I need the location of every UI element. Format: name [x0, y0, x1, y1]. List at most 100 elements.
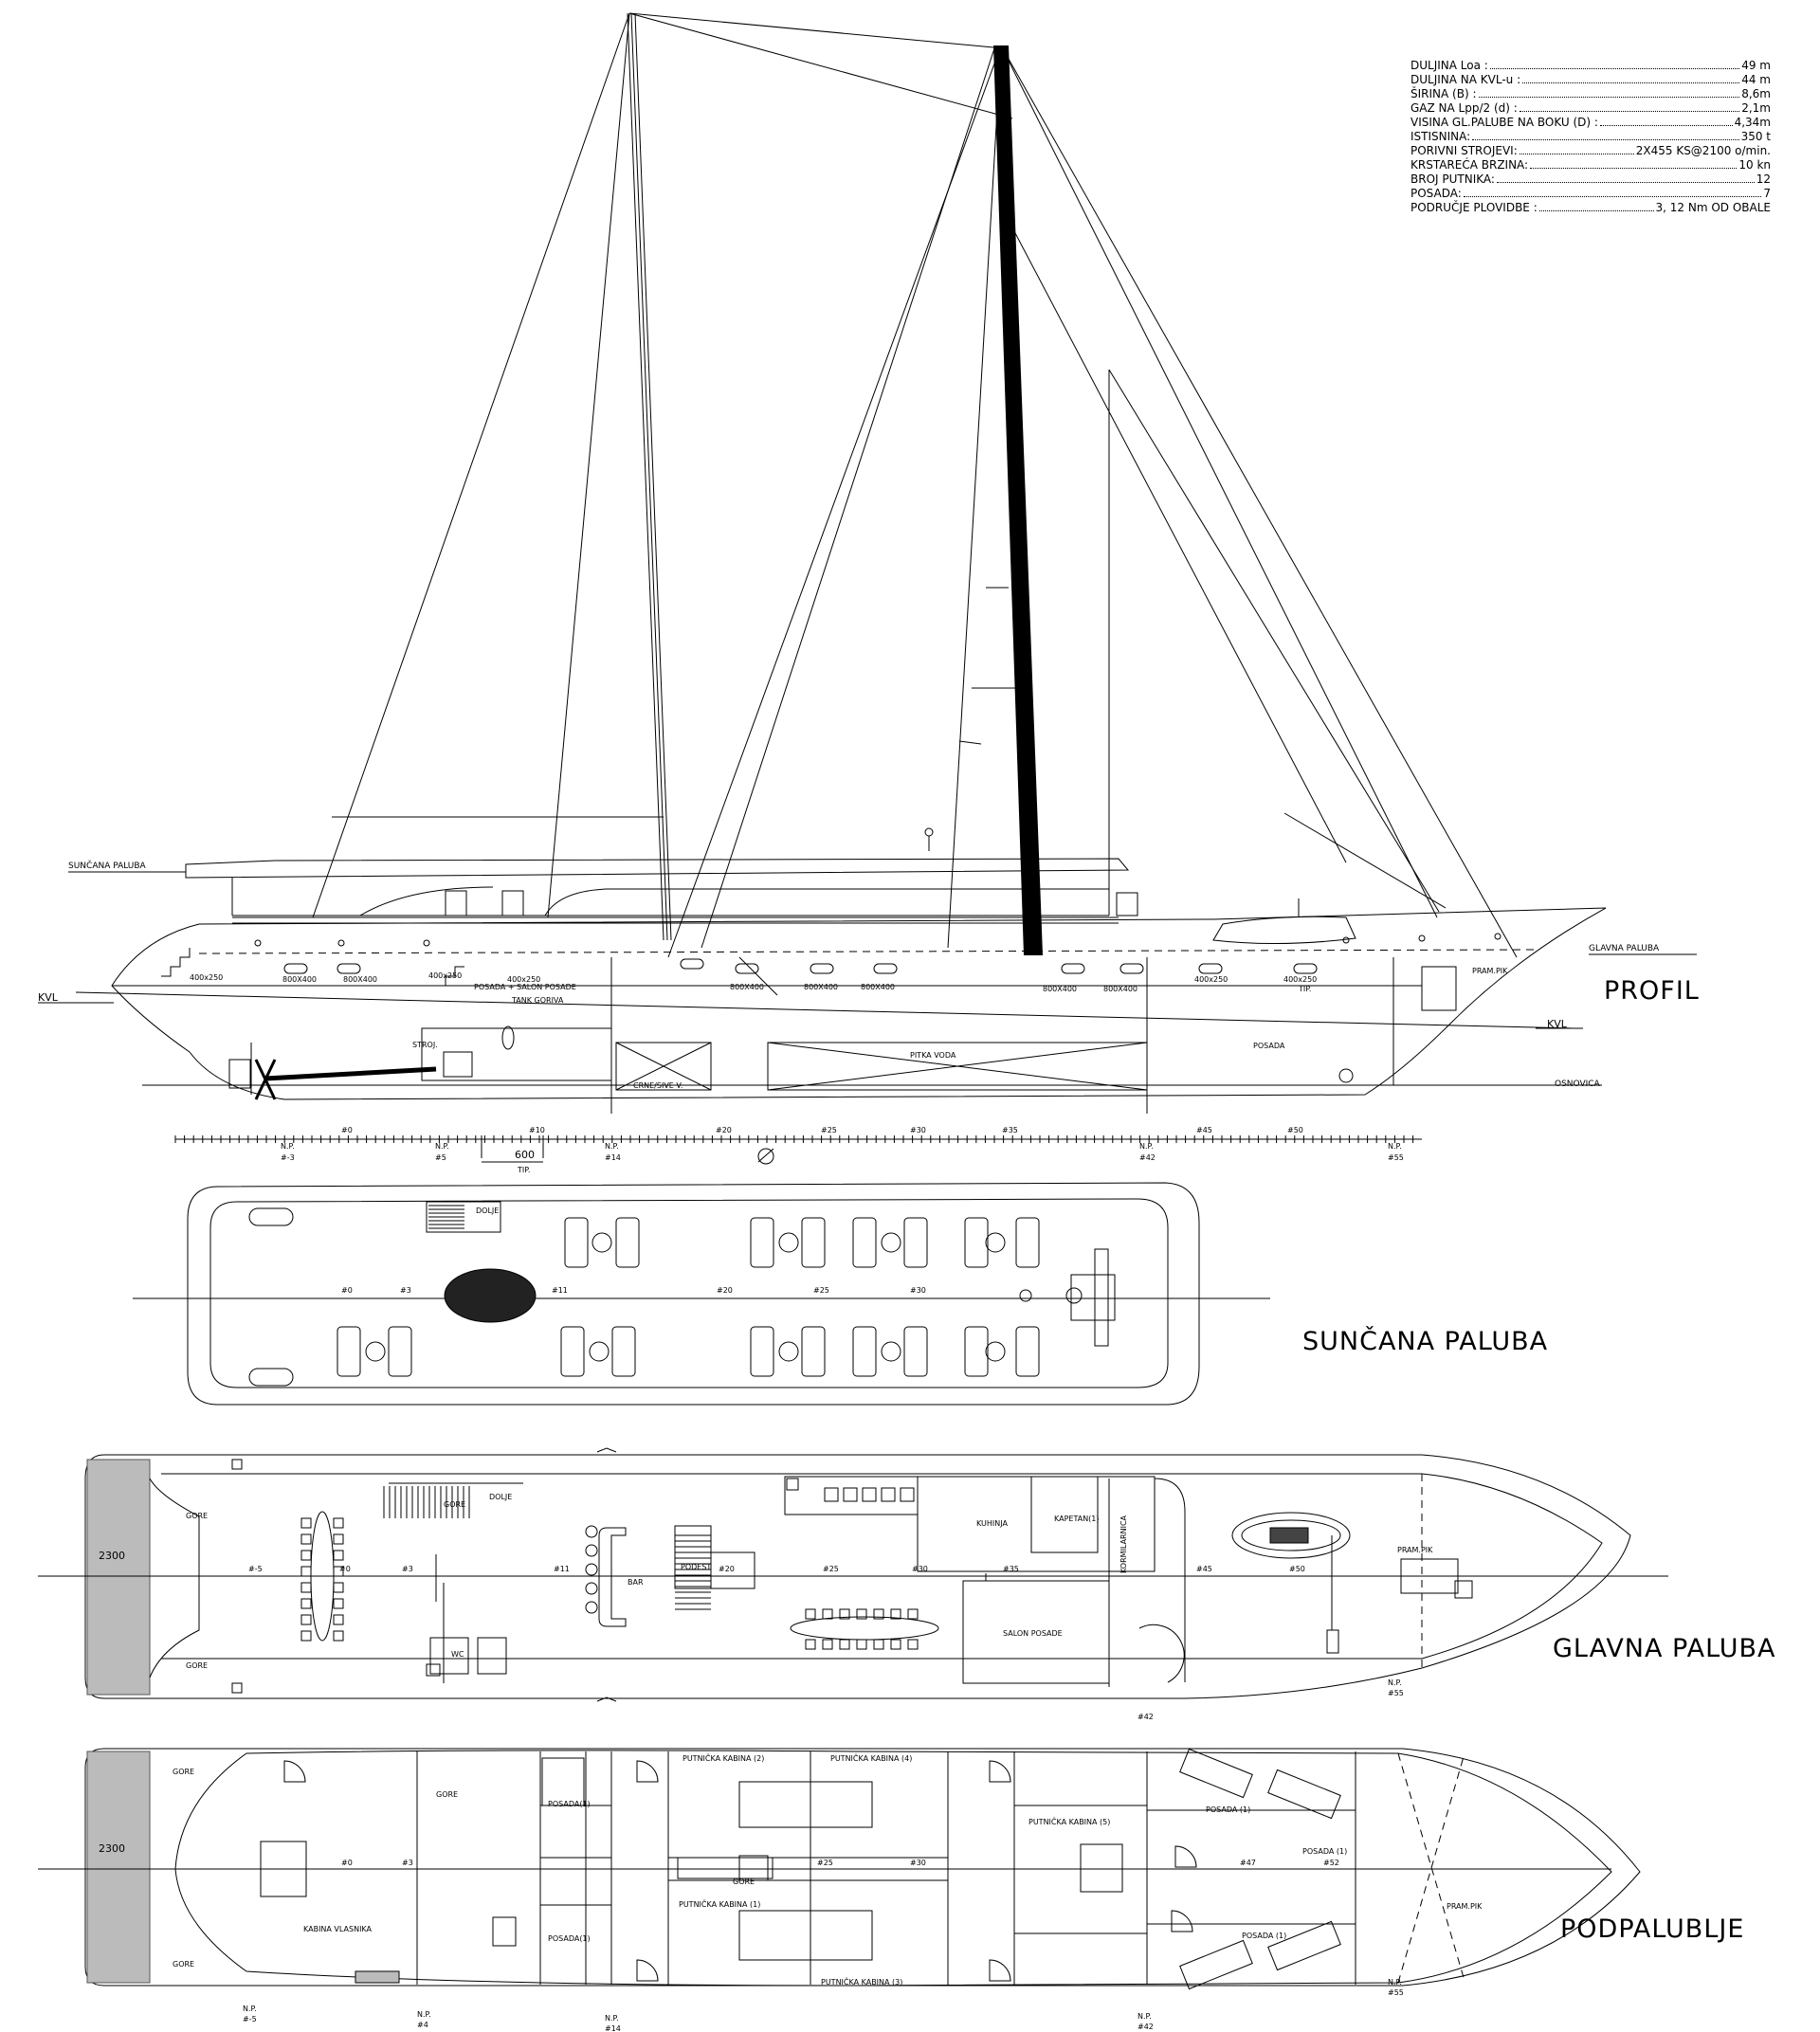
frame-label: #11 [552, 1286, 568, 1295]
spec-label: DULJINA Loa : [1410, 59, 1488, 72]
side-table [778, 1232, 799, 1253]
label-kabina-1: PUTNIČKA KABINA (1) [679, 1898, 760, 1909]
label-osnovica: OSNOVICA [1555, 1080, 1601, 1089]
side-table [589, 1341, 610, 1362]
np-frame-label: #-5 [243, 2015, 257, 2023]
spec-label: VISINA GL.PALUBE NA BOKU (D) : [1410, 116, 1598, 129]
label-gore-main-1: GORE [186, 1512, 208, 1520]
chair [839, 1639, 850, 1650]
spec-value: 3, 12 Nm OD OBALE [1655, 201, 1771, 214]
propeller-shaft [228, 1025, 515, 1100]
frame-label: #25 [823, 1565, 839, 1573]
spec-value: 8,6m [1741, 87, 1771, 100]
chair [805, 1639, 816, 1650]
frame-label: #30 [910, 1859, 926, 1867]
sofa-seat [824, 1487, 839, 1502]
label-spacing-tip: TIP. [517, 1166, 530, 1174]
label-dimension: 800X400 [1103, 985, 1138, 993]
label-dolje-sundeck: DOLJE [476, 1206, 499, 1215]
spec-row: DULJINA NA KVL-u :44 m [1410, 73, 1771, 87]
label-dimension: 800X400 [282, 975, 317, 984]
side-table [365, 1341, 386, 1362]
profile-frame-ruler [174, 1135, 1422, 1165]
label-dimension: 800X400 [343, 975, 377, 984]
bar-stool [585, 1525, 598, 1538]
tender-boat [1231, 1512, 1351, 1559]
sofa-seat [881, 1487, 896, 1502]
spec-value: 10 kn [1738, 158, 1771, 172]
label-gore-main-3: GORE [444, 1500, 465, 1509]
label-kabina-3: PUTNIČKA KABINA (3) [821, 1976, 902, 1987]
chair [856, 1639, 867, 1650]
chair [839, 1608, 850, 1620]
np-label: N.P. [243, 2005, 257, 2013]
sofa-seat [900, 1487, 915, 1502]
frame-label: #3 [400, 1286, 411, 1295]
sun-lounger [615, 1217, 640, 1268]
side-table [985, 1341, 1006, 1362]
chair [333, 1533, 344, 1545]
np-label: N.P. [1388, 1142, 1402, 1151]
label-gore-lower-4: GORE [733, 1878, 755, 1886]
frame-label: #0 [341, 1286, 353, 1295]
label-dimension: 400x250 [190, 973, 223, 982]
sun-lounger [852, 1326, 877, 1377]
np-label: N.P. [435, 1142, 449, 1151]
label-kuhinja: KUHINJA [976, 1519, 1008, 1528]
spec-leader-dots [1478, 97, 1740, 98]
spec-leader-dots [1463, 196, 1762, 197]
bar-stool [585, 1544, 598, 1557]
chair [300, 1598, 312, 1609]
side-table [778, 1341, 799, 1362]
title-glavna-paluba: GLAVNA PALUBA [1553, 1634, 1776, 1663]
label-posada-lower-1: POSADA(1) [548, 1800, 591, 1808]
label-pitka-voda: PITKA VODA [910, 1051, 956, 1060]
chair [856, 1608, 867, 1620]
np-label: N.P. [1139, 1142, 1154, 1151]
frame-label: #47 [1240, 1859, 1256, 1867]
label-np-main: N.P. [1388, 1678, 1402, 1687]
label-dimension: 400x250 [507, 975, 540, 984]
label-dimension: 800X400 [1043, 985, 1077, 993]
door-swing [283, 1760, 306, 1783]
frame-label: #3 [402, 1565, 413, 1573]
spec-leader-dots [1599, 125, 1733, 126]
label-glavna-paluba: GLAVNA PALUBA [1589, 944, 1660, 953]
spec-leader-dots [1538, 210, 1654, 211]
spec-row: POSADA:7 [1410, 187, 1771, 201]
spec-row: GAZ NA Lpp/2 (d) : 2,1m [1410, 101, 1771, 116]
label-tank-goriva: TANK GORIVA [511, 996, 564, 1005]
side-table [592, 1232, 612, 1253]
label-kormilarnica: KORMILARNICA [1119, 1515, 1128, 1573]
frame-label: #0 [339, 1565, 351, 1573]
spec-row: VISINA GL.PALUBE NA BOKU (D) :4,34m [1410, 116, 1771, 130]
label-gore-lower-3: GORE [436, 1790, 458, 1799]
frame-label: #25 [821, 1126, 837, 1134]
side-table [985, 1232, 1006, 1253]
spec-label: GAZ NA Lpp/2 (d) : [1410, 101, 1518, 115]
chair [822, 1608, 833, 1620]
np-frame-label: #-3 [281, 1153, 295, 1162]
frame-label: #0 [341, 1126, 353, 1134]
frame-label: #25 [817, 1859, 833, 1867]
label-frame-42-main: #42 [1138, 1713, 1154, 1721]
spec-value: 44 m [1741, 73, 1771, 86]
label-dimension: 800X400 [804, 983, 838, 991]
chair [333, 1550, 344, 1561]
label-posada-lower-r3: POSADA (1) [1242, 1932, 1286, 1940]
sun-lounger [750, 1217, 774, 1268]
fore-mast [993, 45, 1043, 955]
rigging [312, 12, 1518, 958]
chair [873, 1639, 884, 1650]
door-swing [636, 1760, 659, 1783]
chair [300, 1630, 312, 1642]
spec-leader-dots [1489, 68, 1740, 69]
label-kapetan: KAPETAN(1) [1054, 1515, 1100, 1523]
chair [873, 1608, 884, 1620]
label-crne-sive: CRNE/SIVE V. [633, 1081, 682, 1090]
spec-value: 2,1m [1741, 101, 1771, 115]
sun-lounger [903, 1326, 928, 1377]
spec-row: BROJ PUTNIKA:12 [1410, 172, 1771, 187]
spec-leader-dots [1530, 168, 1738, 169]
